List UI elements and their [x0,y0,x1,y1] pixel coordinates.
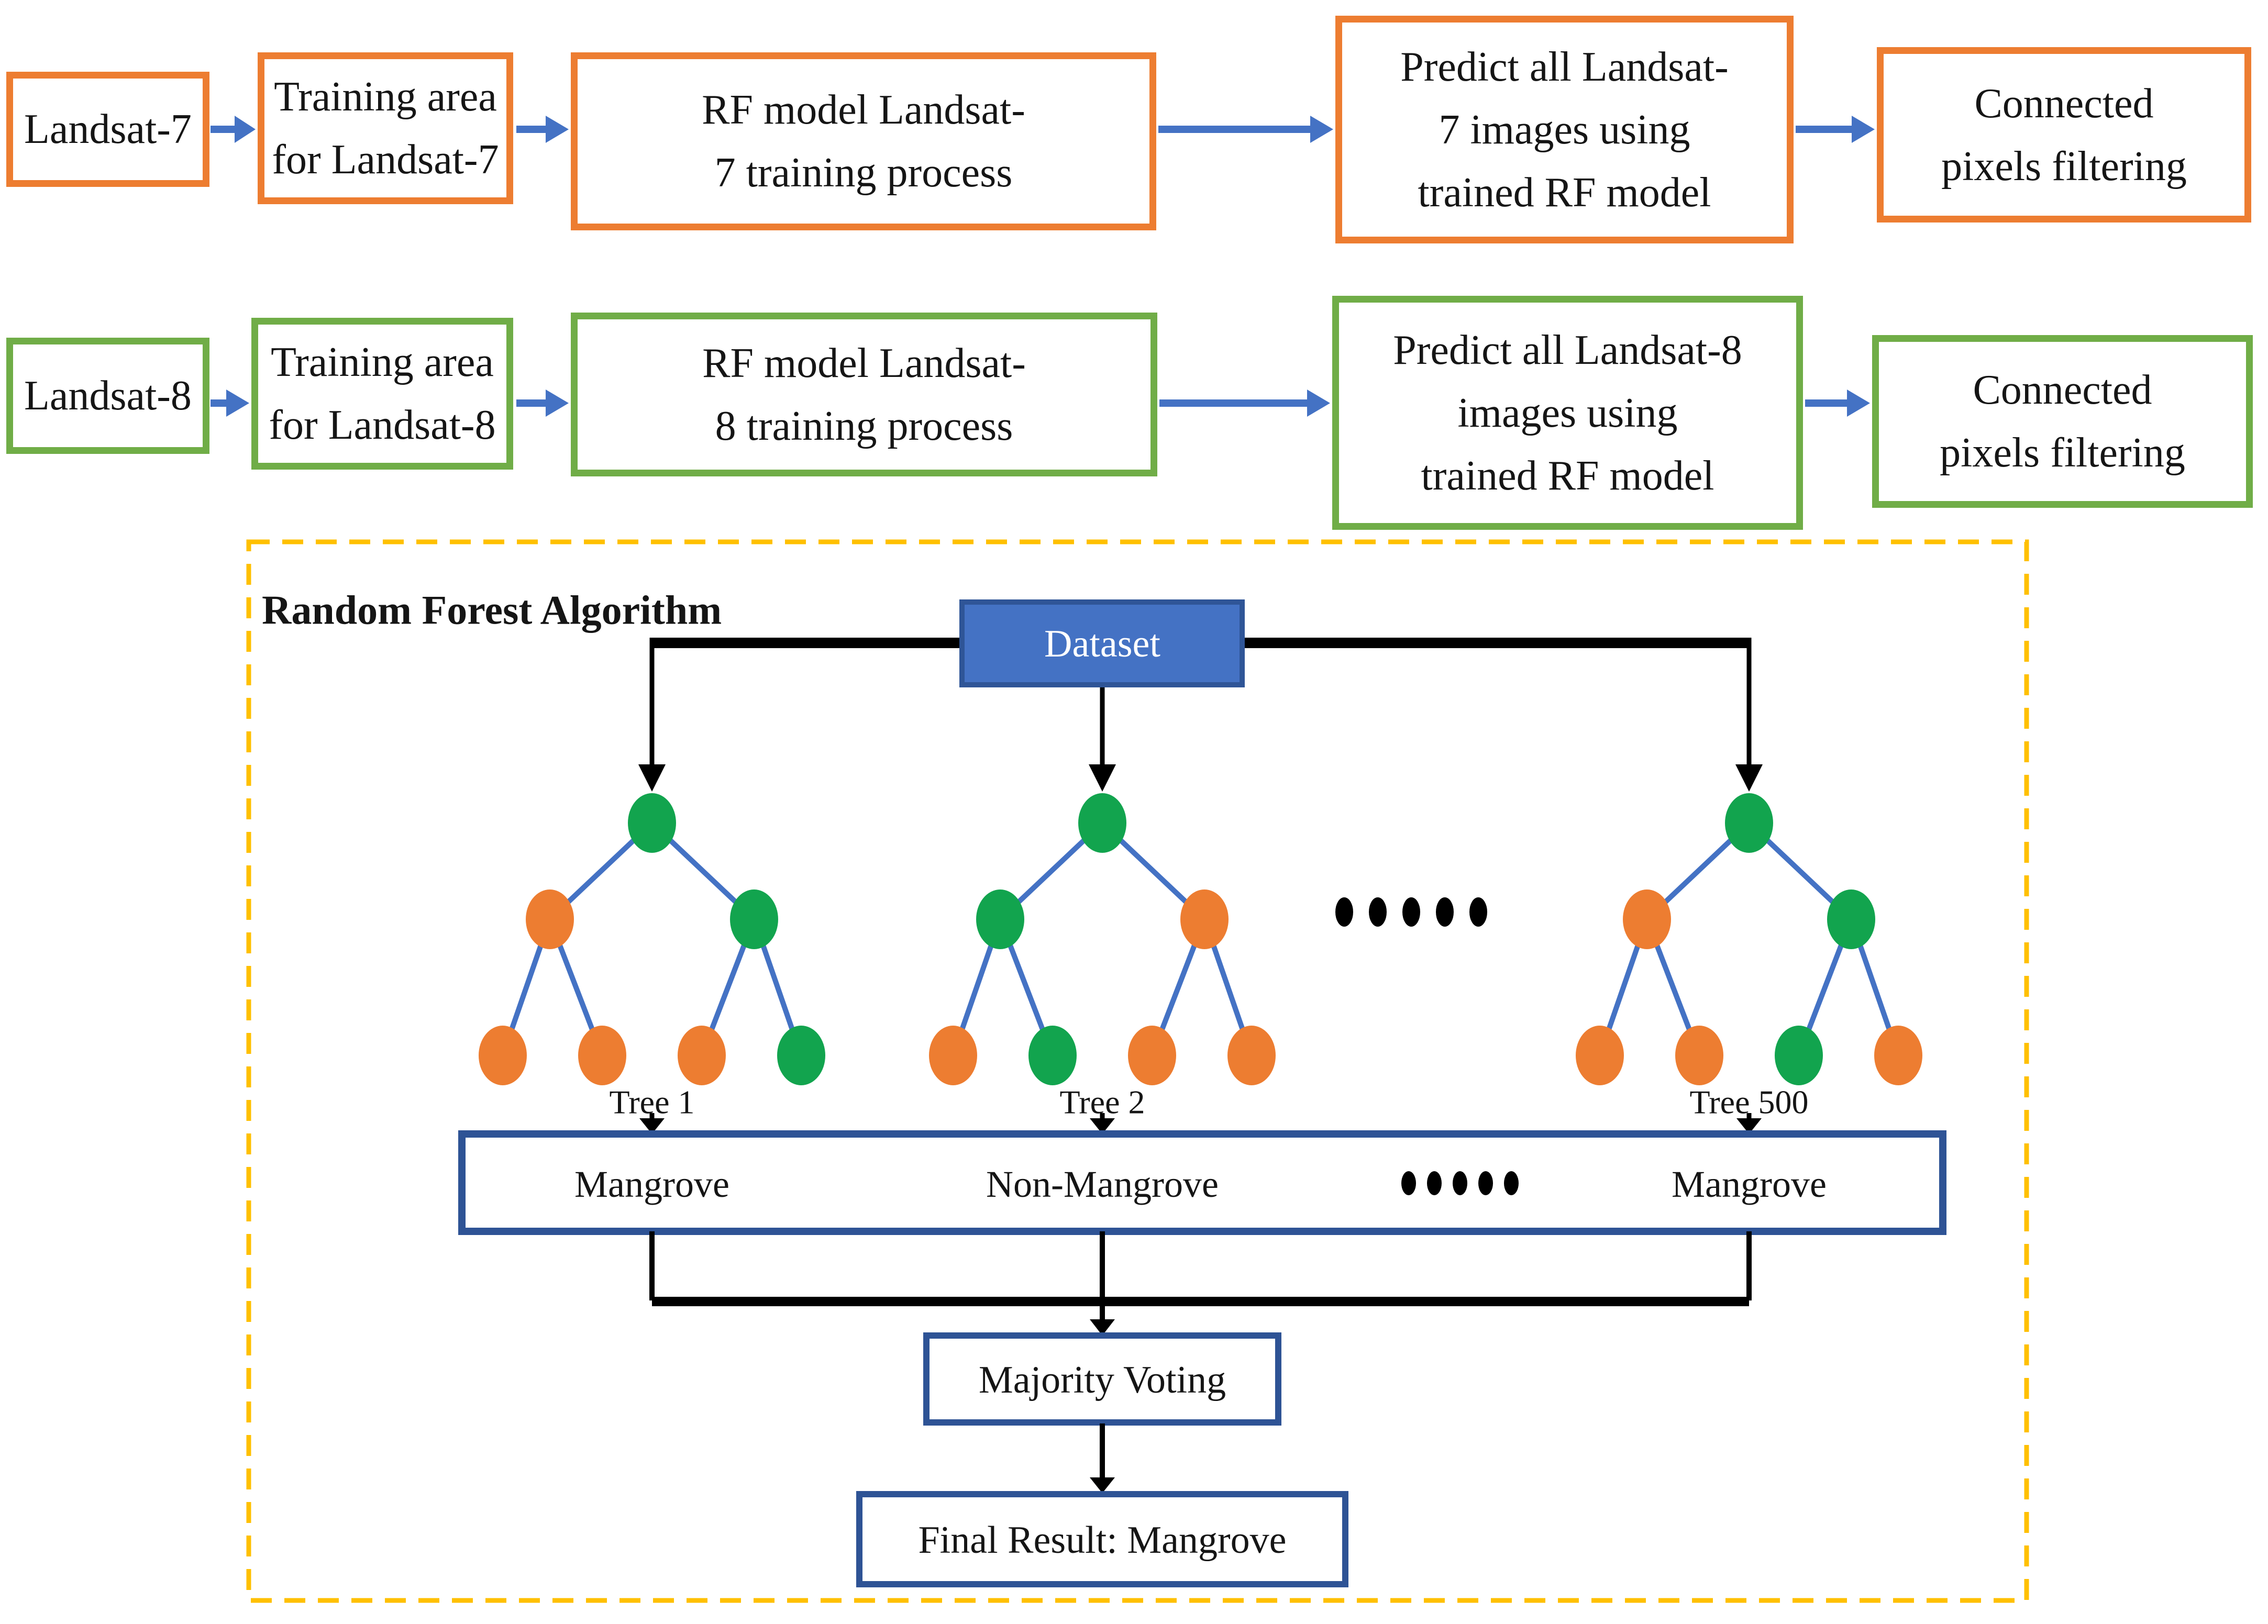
majority-voting-label: Majority Voting [979,1359,1226,1401]
ellipsis-dot [1469,897,1487,927]
pipeline1-arrows [211,116,1875,143]
dataset-label: Dataset [1044,622,1160,665]
bar-to-majority-connectors [649,1231,1752,1336]
box-predict-landsat-8: Predict all Landsat-8 images using train… [1332,296,1803,530]
tree-node-green [976,889,1024,949]
vote-mangrove-left: Mangrove [574,1163,729,1205]
tree-node-orange [1675,1026,1723,1085]
decision-trees [479,793,1922,1085]
tree-node-green [1078,793,1126,853]
tree-node-orange [1623,889,1671,949]
dataset-connectors [638,638,1763,792]
tree-node-orange [929,1026,977,1085]
final-result-label: Final Result: Mangrove [919,1519,1287,1562]
dataset-box [959,599,1245,687]
tree-node-orange [1874,1026,1922,1085]
box-rf-model-landsat-8: RF model Landsat- 8 training process [571,313,1157,476]
ellipsis-dot [1427,1171,1442,1195]
tree-node-orange [1576,1026,1624,1085]
tree-node-green [1725,793,1773,853]
box-rf-model-landsat-7: RF model Landsat- 7 training process [571,52,1156,230]
random-forest-panel-outline [246,539,2029,1603]
box-connected-pixels-landsat-8: Connected pixels filtering [1872,335,2253,508]
ellipsis-dot [1436,897,1454,927]
box-connected-pixels-landsat-7: Connected pixels filtering [1877,47,2251,223]
tree-node-orange [1128,1026,1176,1085]
tree-node-green [1827,889,1875,949]
tree-node-orange [1180,889,1229,949]
tree-tree-500 [1576,793,1922,1085]
tree-node-green [730,889,778,949]
majority-to-final-arrow [1090,1423,1115,1493]
ellipsis-dot [1335,897,1353,927]
ellipsis-dot [1478,1171,1493,1195]
panel-title: Random Forest Algorithm [262,587,722,633]
box-training-area-landsat-7: Training area for Landsat-7 [258,52,513,204]
tree-node-green [777,1026,825,1085]
box-landsat-7: Landsat-7 [6,72,209,187]
tree-node-green [628,793,676,853]
tree-to-bar-arrows [639,1113,1762,1134]
ellipsis-dot [1402,897,1420,927]
box-landsat-8: Landsat-8 [6,338,209,454]
ellipsis-dot [1504,1171,1519,1195]
tree-ellipsis-dots [1335,897,1487,927]
box-predict-landsat-7: Predict all Landsat- 7 images using trai… [1335,16,1794,243]
tree-node-green [1028,1026,1077,1085]
majority-voting-box [923,1332,1281,1426]
tree-node-orange [526,889,574,949]
ellipsis-dot [1401,1171,1416,1195]
pipeline2-arrows [211,390,1870,417]
votes-bar [458,1130,1946,1235]
tree-node-orange [678,1026,726,1085]
final-result-box [856,1491,1348,1587]
ellipsis-dot [1369,897,1387,927]
tree-node-green [1775,1026,1823,1085]
tree-tree-2 [929,793,1276,1085]
tree-node-orange [1227,1026,1276,1085]
tree-tree-1 [479,793,825,1085]
ellipsis-dot [1453,1171,1467,1195]
votes-ellipsis-dots [1401,1171,1519,1195]
box-training-area-landsat-8: Training area for Landsat-8 [251,318,513,470]
vote-mangrove-right: Mangrove [1672,1163,1827,1205]
tree-node-orange [479,1026,527,1085]
vote-non-mangrove: Non-Mangrove [986,1163,1219,1205]
tree-node-orange [578,1026,626,1085]
